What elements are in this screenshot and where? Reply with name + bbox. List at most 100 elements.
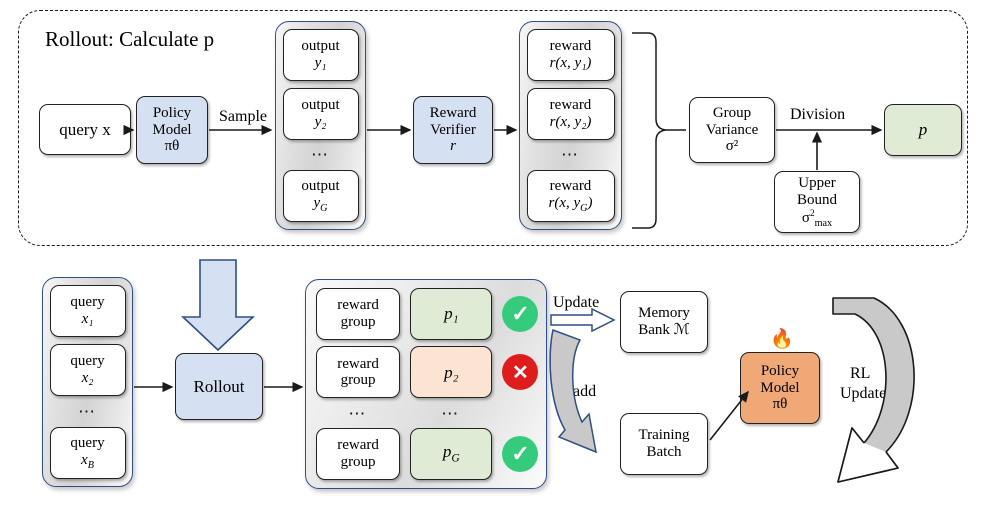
p-value-box-g: pG (410, 427, 493, 480)
reward-group-panel: reward group p₁ ✓ reward group p₂ ✕ ⋯ (305, 279, 547, 489)
reward-caption-1: reward (549, 38, 592, 55)
node-p-result: p (884, 104, 962, 156)
query-item-1: query x₁ (49, 285, 126, 337)
reward-group-line1-2: reward (337, 355, 379, 372)
policy-model-trained-line3: πθ (772, 396, 788, 413)
status-accept-icon-1: ✓ (502, 296, 539, 332)
queries-ellipsis: ⋯ (78, 402, 97, 421)
rollout-panel-title: Rollout: Calculate p (45, 27, 215, 51)
query-index-2: x₂ (81, 370, 94, 386)
node-memory-bank: Memory Bank ℳ (620, 291, 708, 353)
node-p-label: p (918, 120, 928, 140)
reward-group-line2-1: group (340, 314, 376, 330)
reward-group-ellipsis-row: ⋯ ⋯ (316, 405, 536, 422)
p-value-1: p₁ (444, 304, 459, 324)
status-slot-2: ✕ (502, 354, 539, 391)
node-reward-verifier: Reward Verifier r (413, 96, 493, 164)
reward-expr-g: r(x, yG) (548, 194, 593, 214)
status-slot-1: ✓ (502, 296, 539, 332)
node-query-x-label: query x (59, 119, 111, 139)
p-value-g: pG (442, 442, 460, 465)
output-caption: output (301, 38, 340, 55)
reward-group-row-1: reward group p₁ ✓ (316, 288, 539, 340)
reward-verifier-line2: Verifier (430, 121, 476, 138)
group-variance-line3: σ² (725, 138, 739, 155)
edge-label-rl-update-line1: RL (850, 365, 871, 382)
block-arrow-down (180, 259, 256, 352)
policy-model-line2: Model (152, 121, 192, 138)
block-arrow-update (550, 307, 616, 333)
outputs-ellipsis: ⋯ (311, 145, 330, 165)
query-caption-2: query (70, 353, 105, 370)
rewards-ellipsis: ⋯ (561, 145, 580, 165)
output-index-g: yG (313, 194, 328, 214)
output-item-2: output y₂ (282, 87, 359, 140)
reward-group-row-2: reward group p₂ ✕ (316, 346, 539, 399)
edge-label-division: Division (790, 106, 846, 123)
reward-caption-g: reward (549, 177, 592, 194)
output-index-1: y₁ (314, 55, 327, 71)
status-accept-icon-g: ✓ (502, 435, 539, 472)
node-policy-model-trained: Policy Model πθ (740, 352, 820, 424)
reward-item-g: reward r(x, yG) (526, 169, 615, 222)
p-value-box-1: p₁ (410, 288, 493, 340)
output-item-1: output y₁ (282, 29, 359, 81)
query-caption-b: query (70, 434, 105, 451)
upper-bound-line3: σ2max (801, 208, 833, 229)
rollout-panel (18, 10, 968, 246)
p-value-box-2: p₂ (410, 346, 493, 399)
policy-model-line3: πθ (164, 138, 180, 155)
output-index-2: y₂ (314, 113, 327, 130)
reward-group-line2-g: group (340, 453, 376, 470)
query-index-1: x₁ (81, 311, 94, 327)
memory-bank-line1: Memory (638, 305, 690, 322)
reward-expr-2: r(x, y₂) (549, 113, 592, 130)
reward-group-box-g: reward group (316, 427, 401, 480)
reward-caption-2: reward (549, 96, 592, 113)
output-caption-g: output (301, 177, 340, 194)
reward-group-line2-2: group (340, 372, 376, 389)
policy-model-trained-line1: Policy (760, 362, 800, 379)
query-item-b: query xB (49, 427, 126, 479)
reward-item-1: reward r(x, y₁) (526, 29, 615, 81)
rewards-stack: reward r(x, y₁) reward r(x, y₂) ⋯ reward… (519, 21, 622, 230)
memory-bank-line2: Bank ℳ (638, 322, 690, 338)
edge-label-rl-update-line2: Update (840, 385, 887, 402)
status-reject-icon-2: ✕ (502, 354, 539, 391)
reward-group-line1-g: reward (337, 437, 379, 454)
group-variance-line1: Group (712, 104, 752, 121)
queries-stack: query x₁ query x₂ ⋯ query xB (42, 277, 133, 487)
status-slot-g: ✓ (502, 435, 539, 472)
reward-group-box-2: reward group (316, 346, 401, 399)
node-rollout-label: Rollout (193, 376, 245, 396)
reward-group-line1-1: reward (337, 297, 379, 314)
outputs-stack: output y₁ output y₂ ⋯ output yG (275, 21, 366, 230)
reward-item-2: reward r(x, y₂) (526, 87, 615, 140)
training-batch-line2: Batch (646, 444, 682, 460)
query-index-b: xB (81, 451, 94, 471)
query-caption-1: query (70, 294, 105, 311)
training-batch-line1: Training (638, 427, 690, 444)
policy-model-trained-line2: Model (760, 379, 800, 396)
policy-model-line1: Policy (152, 104, 192, 121)
node-training-batch: Training Batch (620, 413, 708, 475)
reward-group-box-1: reward group (316, 288, 401, 340)
edge-label-add: add (573, 383, 597, 400)
reward-verifier-line1: Reward (429, 104, 477, 121)
edge-label-update: Update (553, 294, 600, 311)
upper-bound-line1: Upper (798, 174, 836, 191)
output-item-g: output yG (282, 169, 359, 222)
reward-verifier-line3: r (450, 138, 456, 155)
edge-label-sample: Sample (219, 108, 267, 125)
reward-group-ellipsis: ⋯ (348, 403, 368, 423)
node-rollout: Rollout (175, 353, 263, 420)
output-caption-2: output (301, 96, 340, 113)
rl-update-arrow-head-outline (837, 427, 899, 483)
p-values-ellipsis: ⋯ (441, 403, 461, 423)
fire-icon: 🔥 (770, 329, 794, 350)
reward-group-row-g: reward group pG ✓ (316, 427, 539, 480)
upper-bound-line2: Bound (796, 191, 837, 208)
node-policy-model: Policy Model πθ (136, 96, 208, 164)
p-value-2: p₂ (444, 362, 459, 382)
